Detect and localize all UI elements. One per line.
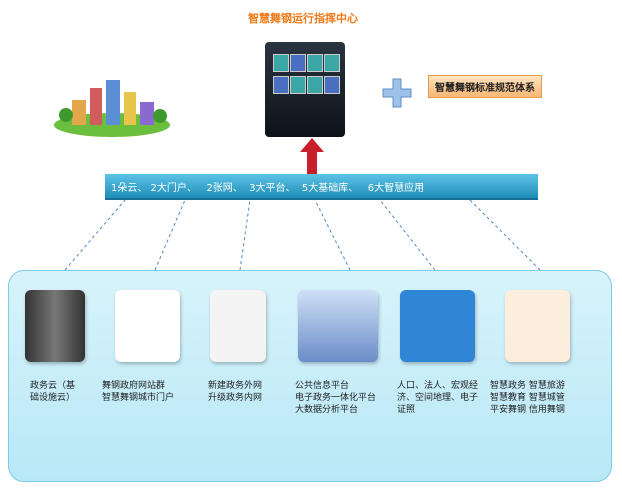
item-label-platform: 公共信息平台电子政务一体化平台大数据分析平台 (295, 381, 377, 415)
platform-diagram-icon (298, 290, 378, 362)
item-label-network: 新建政务外网升级政务内网 (208, 381, 263, 403)
smart-apps-icon (505, 290, 570, 362)
up-arrow-icon (300, 138, 324, 174)
item-label-cloud: 政务云（基础设施云） (30, 381, 76, 403)
item-label-apps: 智慧政务 智慧旅游智慧教育 智慧城管平安舞钢 信用舞钢 (490, 381, 565, 415)
command-center-title: 智慧舞钢运行指挥中心 (248, 12, 358, 25)
item-label-portal: 舞钢政府网站群智慧舞钢城市门户 (102, 381, 175, 403)
item-label-database: 人口、法人、宏观经济、空间地理、电子证照 (397, 381, 479, 415)
wugang-portal-logo-icon (115, 290, 180, 362)
standard-system-box: 智慧舞钢标准规范体系 (428, 75, 542, 98)
server-room-icon (25, 290, 85, 362)
summary-bar: 1朵云、 2大门户、 2张网、 3大平台、 5大基础库、 6大智慧应用 (105, 174, 538, 200)
smart-city-illustration (54, 80, 170, 137)
database-icon (400, 290, 475, 362)
plus-icon (382, 78, 412, 108)
command-center-image (265, 42, 345, 137)
network-topology-icon (210, 290, 266, 362)
summary-text: 1朵云、 2大门户、 2张网、 3大平台、 5大基础库、 6大智慧应用 (111, 183, 425, 194)
